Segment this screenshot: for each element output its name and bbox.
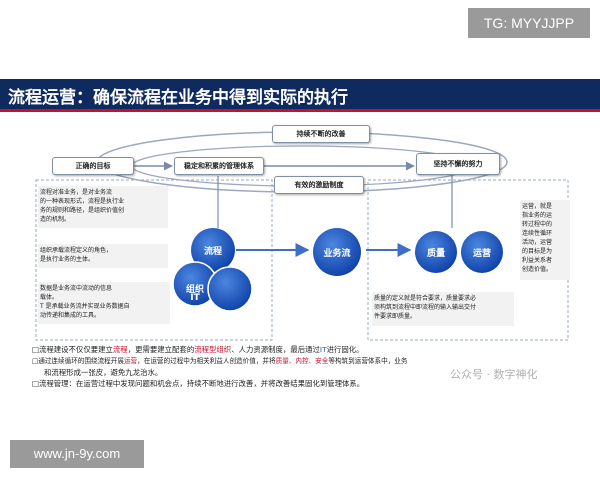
bullet-2-e: 等构筑到运营体系中，业务 — [328, 357, 408, 365]
bullet-2-operation: 运营 — [123, 357, 138, 365]
bullet-2-c: ，在运营的过程中为相关利益人创造价值，并将 — [137, 357, 276, 365]
watermark-url: www.jn-9y.com — [10, 440, 144, 468]
operation-label: 运营 — [472, 249, 491, 259]
note-ops-line-8: 创造价值。 — [522, 266, 553, 273]
note-process: 流程对准业务，是对业务流 的一种表现形式，流程是执行业 务的规则和路径，是组织价… — [38, 186, 168, 228]
process-label: 流程 — [203, 247, 222, 257]
note-process-line-4: 造的机制。 — [40, 216, 71, 223]
note-ops-line-1: 运营，就是 — [522, 203, 553, 210]
operation-circle — [461, 231, 503, 273]
note-ops-line-4: 连续性循环 — [522, 230, 553, 237]
note-process-line-1: 流程对准业务，是对业务流 — [40, 189, 113, 196]
watermark-tg: TG: MYYJJPP — [468, 8, 590, 38]
note-ops-line-5: 活动，运营 — [522, 239, 553, 246]
bullet-1-g: 进行固化。 — [326, 345, 364, 354]
wechat-watermark: 公众号 · 数字神化 — [450, 368, 538, 381]
left-dashed-frame — [35, 179, 273, 341]
note-data: 数据是业务流中流动的信息 载体。 T 是承载业务流并实现业务数据自 动传递和集成… — [38, 282, 170, 324]
note-process-line-2: 的一种表现形式，流程是执行业 — [40, 198, 125, 205]
bullet-1-a: □流程建设不仅仅要建立 — [32, 345, 113, 354]
note-data-line-1: 数据是业务流中流动的信息 — [40, 285, 113, 292]
process-circle — [191, 228, 235, 272]
box-correct-goal: 正确的目标 — [52, 157, 134, 175]
bullet-1-process: 流程 — [112, 345, 128, 354]
page-title: 流程运营：确保流程在业务中得到实际的执行 — [8, 88, 348, 108]
note-data-line-2: 载体。 — [40, 294, 59, 301]
it-circle — [207, 266, 253, 312]
org-label: 组织 — [185, 285, 204, 295]
note-ops-line-7: 利益关系者 — [522, 257, 553, 264]
note-quality: 质量的定义就是符合要求，质量要求必 须构筑到流程中即流程的输入输出交付 件要求即… — [372, 292, 514, 326]
bullet-2-a: □通过连续循环的围绕流程开展 — [32, 357, 124, 365]
bullet-1: □流程建设不仅仅要建立流程，更需要建立配套的流程型组织、人力资源制度，最后通过I… — [32, 344, 364, 355]
bullet-3: 和流程形成一张皮，避免九龙治水。 — [44, 368, 163, 377]
note-ops-line-6: 的目标是为 — [522, 248, 553, 255]
note-process-line-3: 务的规则和路径，是组织价值创 — [40, 207, 125, 214]
bullet-4: □流程管理：在运营过程中发现问题和机会点，持续不断地进行改善，并将改善结果固化到… — [32, 379, 365, 388]
note-org: 组织承载流程定义的角色， 是执行业务的主体。 — [38, 244, 168, 268]
business-flow-label: 业务流 — [323, 249, 351, 259]
title-bar — [0, 79, 600, 109]
note-data-line-3: T 是承载业务流并实现业务数据自 — [40, 303, 130, 310]
note-org-line-2: 是执行业务的主体。 — [40, 256, 95, 263]
note-ops-line-3: 转过程中的 — [522, 221, 553, 228]
bullet-1-e: 、人力资源制度，最后通过 — [231, 345, 320, 354]
quality-label: 质量 — [426, 249, 445, 259]
bullet-1-process-org: 流程型组织 — [194, 345, 232, 354]
bullet-1-it: IT — [319, 345, 327, 354]
note-ops-line-2: 指业务的运 — [522, 212, 553, 219]
bullet-2: □通过连续循环的围绕流程开展运营，在运营的过程中为相关利益人创造价值，并将质量、… — [32, 356, 407, 367]
note-data-line-4: 动传递和集成的工具。 — [40, 312, 101, 319]
quality-circle — [415, 231, 457, 273]
note-quality-line-1: 质量的定义就是符合要求，质量要求必 — [374, 295, 477, 302]
box-continuous-improvement: 持续不断的改善 — [272, 125, 370, 143]
note-quality-line-2: 须构筑到流程中即流程的输入输出交付 — [374, 304, 477, 311]
note-quality-line-3: 件要求即质量。 — [374, 313, 417, 320]
bullet-2-quality-control-safety: 质量、内控、安全 — [275, 357, 329, 365]
bullet-1-c: ，更需要建立配套的 — [127, 345, 195, 354]
box-management-system: 稳定和积累的管理体系 — [174, 157, 264, 175]
title-accent-line — [0, 109, 600, 112]
box-persistent-effort: 坚持不懈的努力 — [416, 153, 500, 175]
box-incentive-system: 有效的激励制度 — [274, 176, 364, 194]
it-label: IT — [190, 293, 200, 303]
business-flow-circle — [313, 228, 361, 276]
note-org-line-1: 组织承载流程定义的角色， — [40, 247, 113, 254]
note-operation: 运营，就是 指业务的运 转过程中的 连续性循环 活动，运营 的目标是为 利益关系… — [520, 200, 570, 280]
